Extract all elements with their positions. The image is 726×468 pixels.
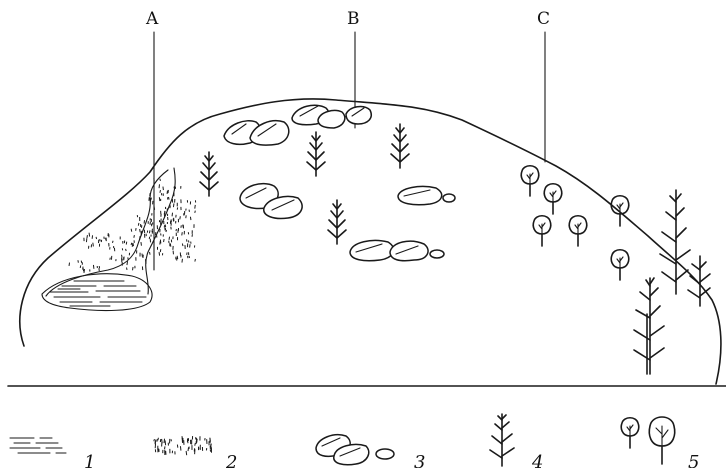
legend: 1 2 3 4 5: [10, 414, 699, 468]
legend-num-2: 2: [225, 452, 237, 468]
conifer-tree-3: [391, 124, 409, 168]
zone-label-c: C: [537, 9, 550, 29]
deciduous-tree-6: [611, 250, 628, 280]
conifer-tree-1: [200, 152, 218, 196]
deciduous-tree-2: [544, 184, 561, 214]
mire-hatch-icon: [10, 438, 66, 453]
tall-conifer-2: [688, 256, 710, 306]
deciduous-tree-5: [611, 196, 628, 226]
boulders-icon: [316, 435, 394, 465]
zone-label-a: A: [145, 9, 159, 29]
conifer-tree-2: [307, 132, 325, 176]
deciduous-trees-icon: [621, 417, 674, 464]
stipple-grass-icon: [154, 436, 212, 455]
legend-num-4: 4: [531, 452, 543, 468]
boulders-top: [224, 105, 371, 145]
tall-conifer-1: [660, 190, 690, 294]
deciduous-tree-3: [569, 216, 586, 246]
boulders-low: [350, 240, 444, 260]
boulders-mid: [240, 184, 455, 219]
deciduous-tree-4: [533, 216, 550, 246]
legend-num-1: 1: [84, 452, 95, 468]
mire-lens: [42, 274, 152, 311]
zone-label-b: B: [347, 9, 360, 29]
legend-num-3: 3: [414, 452, 425, 468]
deciduous-tree-1: [521, 166, 538, 196]
tall-conifer-3: [634, 278, 664, 374]
conifer-tree-4: [328, 200, 346, 244]
legend-num-5: 5: [688, 452, 699, 468]
conifer-tree-icon: [490, 414, 514, 466]
